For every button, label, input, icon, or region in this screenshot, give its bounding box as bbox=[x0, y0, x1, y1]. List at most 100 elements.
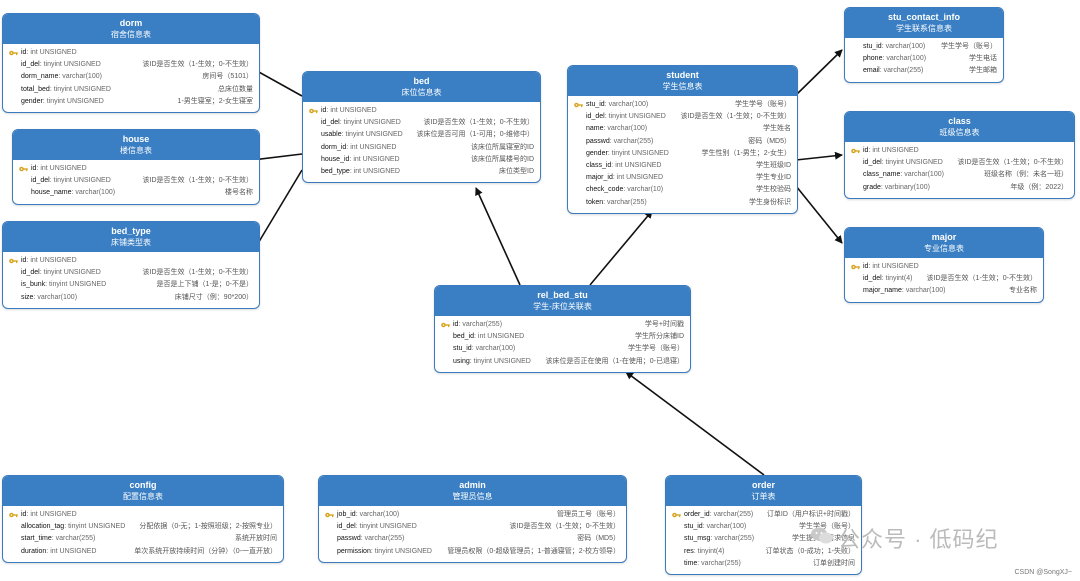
field-name: using bbox=[453, 357, 470, 365]
field-type-sep: : bbox=[474, 333, 478, 341]
field-name: id_del bbox=[337, 523, 356, 531]
field-comment: 总床位数量 bbox=[218, 85, 253, 93]
field-type-sep: : bbox=[49, 177, 54, 185]
field-comment: 管理员权限（0-超级管理员；1-普通寝管；2-校方领导） bbox=[447, 547, 620, 555]
field-type: varchar(100) bbox=[37, 293, 78, 301]
table-description: 学生联系信息表 bbox=[896, 24, 952, 33]
field-comment: 该ID是否生效（1-生效；0-不生效） bbox=[509, 523, 620, 531]
field-row: house_name: varchar(100)楼号名称 bbox=[19, 187, 253, 199]
field-name: id_del bbox=[863, 159, 882, 167]
table-name: stu_contact_info bbox=[887, 12, 960, 22]
table-name: house bbox=[122, 134, 150, 144]
field-row: time: varchar(255)订单创建时间 bbox=[672, 558, 855, 570]
table-description: 订单表 bbox=[751, 492, 776, 501]
field-type: varchar(10) bbox=[627, 186, 664, 194]
field-name: id_del bbox=[21, 269, 40, 277]
field-type: varchar(100) bbox=[62, 73, 102, 81]
table-order: order 订单表 order_id: varchar(255) 订单ID（用户标识+… bbox=[665, 475, 862, 575]
table-name: bed bbox=[413, 76, 430, 86]
field-type-sep: : bbox=[603, 198, 608, 206]
field-comment: 系统开放时间 bbox=[235, 535, 277, 543]
field-name: token bbox=[586, 198, 604, 206]
field-name: id bbox=[21, 49, 27, 56]
field-type: tinyint UNSIGNED bbox=[374, 547, 432, 555]
field-type-sep: : bbox=[623, 186, 628, 194]
field-row: stu_id: varchar(100)学生学号（账号） bbox=[574, 99, 791, 111]
field-type-sep: : bbox=[900, 171, 905, 179]
field-name: house_name bbox=[31, 189, 72, 197]
field-type: varchar(100) bbox=[608, 101, 649, 108]
field-type-sep: : bbox=[471, 345, 476, 353]
field-name: total_bed bbox=[21, 85, 50, 93]
field-name: duration bbox=[21, 547, 47, 555]
field-name: gender bbox=[21, 97, 43, 105]
field-name: stu_msg bbox=[684, 535, 711, 543]
field-comment: 订单ID（用户标识+时间戳） bbox=[766, 511, 855, 518]
field-comment: 该床位所属寝室的ID bbox=[471, 143, 534, 151]
field-type: varchar(255) bbox=[713, 511, 754, 518]
field-type: tinyint UNSIGNED bbox=[43, 269, 101, 277]
field-name: order_id bbox=[684, 511, 710, 518]
field-comment: 学生性别（1-男生；2-女生） bbox=[701, 149, 791, 157]
field-row: class_name: varchar(100)班级名称（例：未名一班） bbox=[851, 169, 1068, 181]
field-name: id bbox=[863, 263, 869, 270]
table-header: order 订单表 bbox=[666, 476, 861, 506]
field-type-sep: : bbox=[604, 101, 609, 108]
table-name: order bbox=[751, 480, 775, 490]
field-type-sep: : bbox=[42, 97, 47, 105]
field-row: job_id: varchar(100)管理员工号（账号） bbox=[325, 509, 620, 521]
field-type: varchar(255) bbox=[701, 559, 741, 567]
wechat-icon bbox=[811, 527, 833, 544]
field-row: id: int UNSIGNED bbox=[19, 163, 253, 175]
field-comment: 床位类型ID bbox=[499, 167, 534, 175]
field-type: tinyint UNSIGNED bbox=[68, 523, 126, 531]
field-comment: 订单创建时间 bbox=[813, 559, 855, 567]
table-stu_contact_info: stu_contact_info 学生联系信息表 stu_id: varchar(1… bbox=[844, 7, 1004, 83]
field-row: stu_id: varchar(100)学生学号（账号） bbox=[851, 41, 997, 53]
field-type-sep: : bbox=[71, 189, 76, 197]
field-type: tinyint UNSIGNED bbox=[343, 119, 401, 127]
field-comment: 学生学号（账号） bbox=[628, 345, 684, 353]
field-type-sep: : bbox=[355, 523, 360, 531]
field-type: tinyint UNSIGNED bbox=[43, 61, 101, 69]
field-type: varchar(100) bbox=[885, 43, 926, 50]
primary-key-icon bbox=[574, 102, 583, 108]
field-comment: 学生专业ID bbox=[756, 174, 791, 182]
field-type: int UNSIGNED bbox=[616, 174, 664, 182]
field-row: id: int UNSIGNED bbox=[851, 145, 1068, 157]
field-type: varchar(255) bbox=[613, 137, 654, 145]
field-type: tinyint UNSIGNED bbox=[46, 97, 104, 105]
field-type: tinyint UNSIGNED bbox=[53, 177, 111, 185]
field-name: gender bbox=[586, 149, 608, 157]
field-comment: 班级名称（例：未名一班） bbox=[984, 171, 1068, 179]
field-type: varchar(100) bbox=[706, 523, 747, 531]
field-type: int UNSIGNED bbox=[353, 167, 400, 175]
field-type: tinyint UNSIGNED bbox=[359, 523, 417, 531]
field-name: id bbox=[21, 511, 27, 518]
field-comment: 学生校验码 bbox=[756, 186, 791, 194]
field-type-sep: : bbox=[697, 559, 702, 567]
field-comment: 专业名称 bbox=[1009, 287, 1037, 295]
field-comment: 该ID是否生效（1-生效；0-不生效） bbox=[142, 269, 253, 277]
field-row: name: varchar(100)学生姓名 bbox=[574, 123, 791, 135]
field-type: varchar(100) bbox=[904, 171, 944, 179]
table-description: 学生信息表 bbox=[662, 82, 703, 91]
field-name: stu_id bbox=[684, 523, 703, 531]
